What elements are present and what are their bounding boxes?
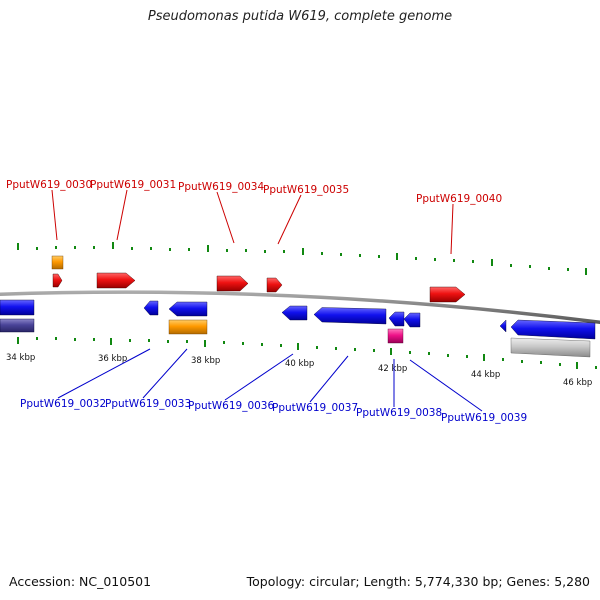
gene-PputW619_0035[interactable] — [266, 277, 283, 293]
gene-PputW619_0030[interactable] — [52, 273, 63, 288]
gene-label-PputW619_0032[interactable]: PputW619_0032 — [20, 398, 106, 410]
gene-label-PputW619_0036[interactable]: PputW619_0036 — [188, 400, 274, 412]
gene-PputW619_0037[interactable] — [313, 307, 387, 325]
scale-label-38kbp: 38 kbp — [191, 356, 220, 366]
gene-label-PputW619_0035[interactable]: PputW619_0035 — [263, 184, 349, 196]
forward-tick-marks — [17, 242, 587, 275]
scale-label-42kbp: 42 kbp — [378, 364, 407, 374]
gene-orange-bottom[interactable] — [168, 319, 208, 335]
scale-label-36kbp: 36 kbp — [98, 354, 127, 364]
gene-PputW619_0040[interactable] — [429, 286, 466, 303]
gene-orange-top[interactable] — [51, 255, 64, 270]
gene-left-blue-partial[interactable] — [0, 299, 35, 316]
gene-PputW619_0038-a[interactable] — [388, 311, 405, 327]
gene-left-purple-partial[interactable] — [0, 318, 35, 333]
gene-PputW619_0032[interactable] — [143, 300, 159, 316]
scale-label-44kbp: 44 kbp — [471, 370, 500, 380]
scale-label-34kbp: 34 kbp — [6, 353, 35, 363]
gene-label-PputW619_0034[interactable]: PputW619_0034 — [178, 181, 264, 193]
forward-leader-lines — [51, 189, 454, 255]
gene-PputW619_0033[interactable] — [168, 301, 208, 317]
gene-PputW619_0031[interactable] — [96, 272, 136, 289]
gene-PputW619_0034[interactable] — [216, 275, 249, 292]
gene-label-PputW619_0040[interactable]: PputW619_0040 — [416, 193, 502, 205]
gene-label-PputW619_0031[interactable]: PputW619_0031 — [90, 179, 176, 191]
gene-label-PputW619_0030[interactable]: PputW619_0030 — [6, 179, 92, 191]
gene-PputW619_0036[interactable] — [281, 305, 308, 321]
gene-PputW619_0038-magenta[interactable] — [387, 328, 404, 344]
genome-summary-text: Topology: circular; Length: 5,774,330 bp… — [246, 574, 590, 589]
gene-right-gray[interactable] — [510, 337, 591, 358]
scale-label-46kbp: 46 kbp — [563, 378, 592, 388]
gene-PputW619_0039[interactable] — [403, 312, 421, 328]
gene-label-PputW619_0037[interactable]: PputW619_0037 — [272, 402, 358, 414]
reverse-leader-lines — [57, 348, 483, 412]
scale-label-40kbp: 40 kbp — [285, 359, 314, 369]
forward-genes — [51, 255, 466, 303]
gene-right-blue-long[interactable] — [510, 319, 596, 340]
genome-backbone — [0, 290, 600, 324]
gene-right-small-blue[interactable] — [499, 319, 507, 333]
gene-label-PputW619_0038[interactable]: PputW619_0038 — [356, 407, 442, 419]
reverse-tick-marks — [17, 337, 597, 369]
map-title: Pseudomonas putida W619, complete genome — [147, 9, 453, 24]
accession-text: Accession: NC_010501 — [9, 574, 152, 589]
reverse-genes — [0, 299, 596, 358]
gene-label-PputW619_0033[interactable]: PputW619_0033 — [105, 398, 191, 410]
gene-label-PputW619_0039[interactable]: PputW619_0039 — [441, 412, 527, 424]
